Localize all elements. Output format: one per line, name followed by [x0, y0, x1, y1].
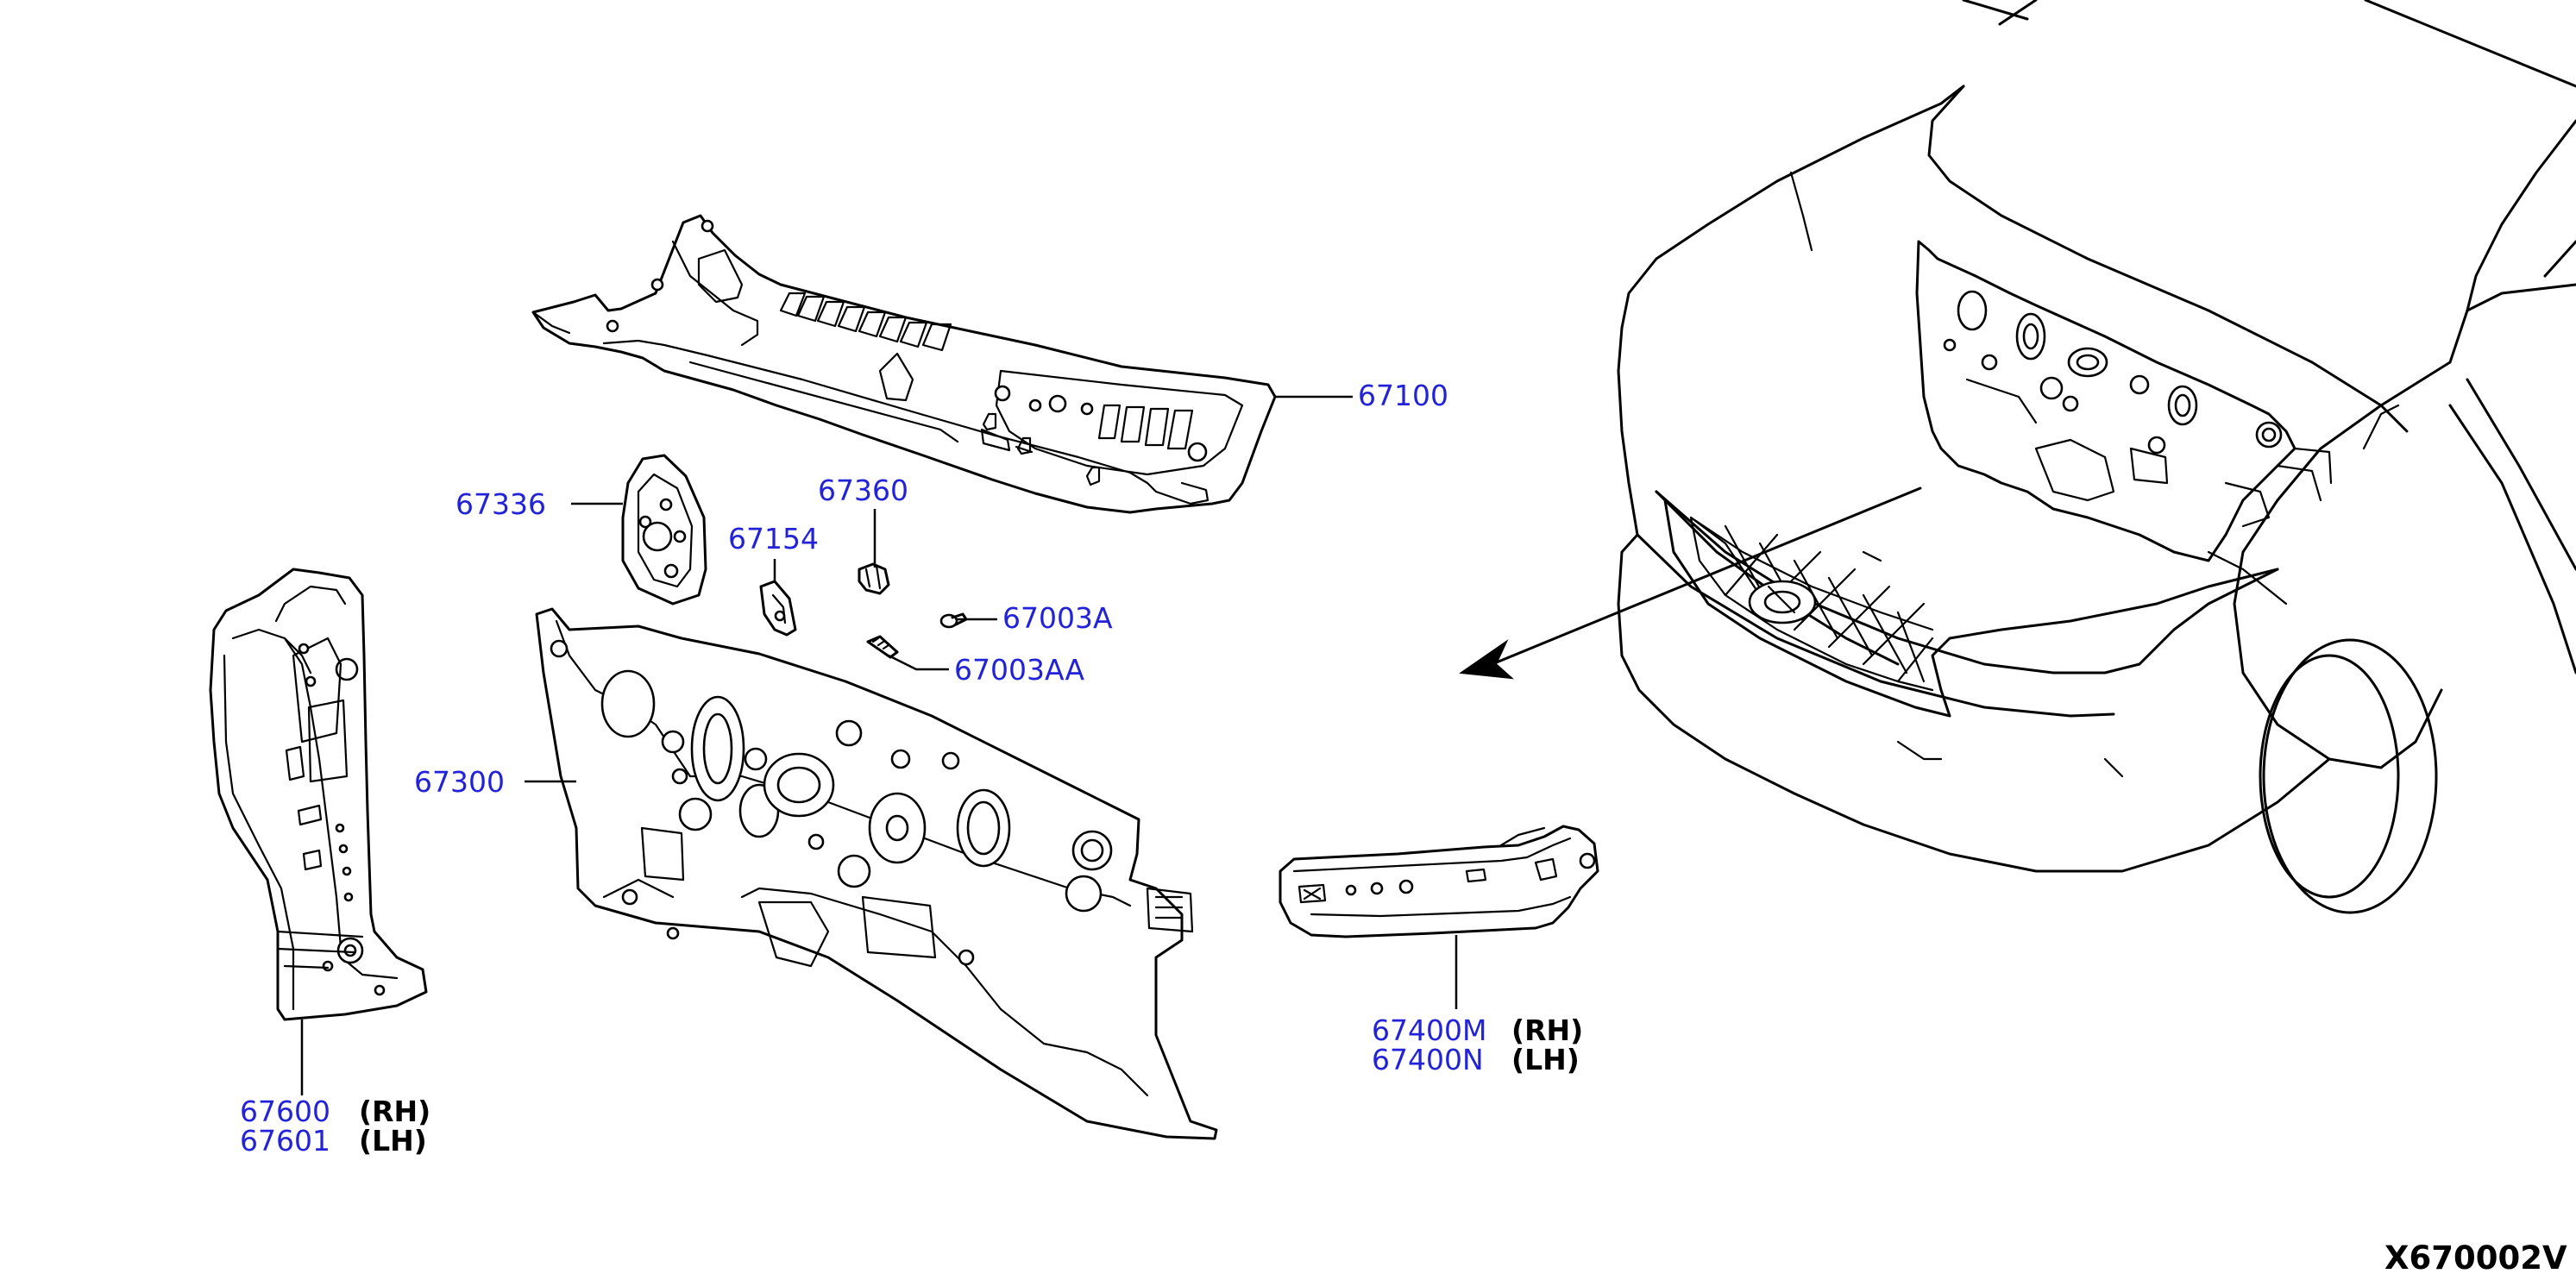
callout-67360[interactable]: 67360 [818, 474, 908, 507]
callout-67400M[interactable]: 67400M [1372, 1013, 1487, 1047]
callout-67600[interactable]: 67600 [240, 1095, 330, 1128]
diagram-code: X670002V [2384, 1239, 2567, 1277]
screw-drawing [939, 612, 968, 629]
callout-67300[interactable]: 67300 [414, 765, 505, 799]
callout-67336[interactable]: 67336 [456, 487, 546, 521]
callout-67400N-side: (LH) [1511, 1043, 1580, 1076]
vehicle-front-drawing [1617, 0, 2576, 914]
cowl-top-panel-drawing [531, 214, 1277, 514]
callout-67400M-side: (RH) [1511, 1013, 1584, 1047]
callout-67400N[interactable]: 67400N [1372, 1043, 1484, 1076]
stud-drawing [866, 635, 899, 659]
callout-67003A[interactable]: 67003A [1002, 601, 1113, 635]
dash-panel-drawing [535, 607, 1218, 1140]
leader-lines [300, 395, 1458, 1095]
callout-67601[interactable]: 67601 [240, 1124, 330, 1158]
front-pillar-drawing [209, 568, 428, 1021]
cowl-side-member-drawing [1279, 825, 1599, 938]
callout-67100[interactable]: 67100 [1358, 379, 1448, 412]
callout-67601-side: (LH) [359, 1124, 427, 1158]
direction-arrow [1459, 486, 1922, 680]
clip-drawing [858, 562, 890, 595]
callout-67154[interactable]: 67154 [728, 522, 819, 555]
callout-67003AA[interactable]: 67003AA [954, 653, 1085, 687]
callout-67600-side: (RH) [359, 1095, 431, 1128]
reinforcement-plate-drawing [621, 454, 707, 605]
bracket-drawing [759, 580, 797, 637]
